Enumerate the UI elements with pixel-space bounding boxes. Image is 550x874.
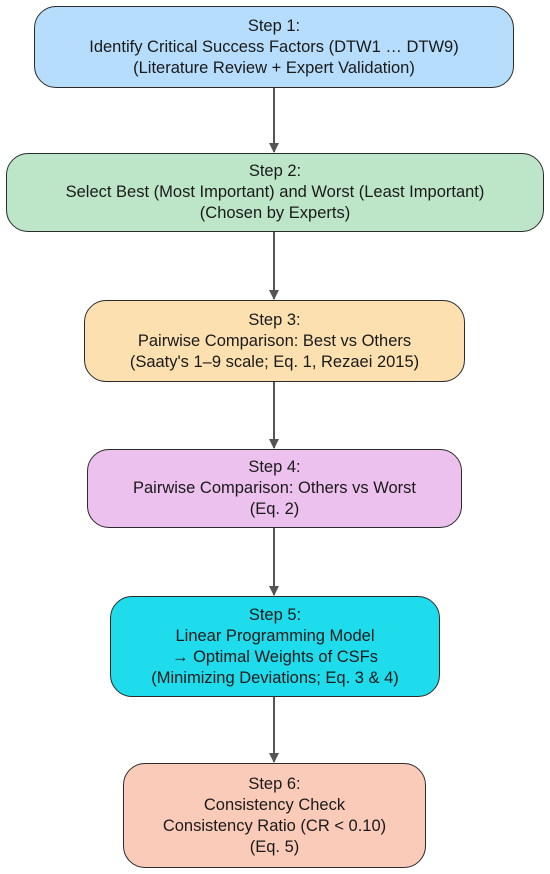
step-5-line-4: (Minimizing Deviations; Eq. 3 & 4) xyxy=(151,668,399,687)
step-6-line-4: (Eq. 5) xyxy=(249,837,300,856)
step-2-heading: Step 2: xyxy=(248,162,302,180)
step-4-box: Step 4: Pairwise Comparison: Others vs W… xyxy=(87,449,462,528)
step-4-line-2: Pairwise Comparison: Others vs Worst xyxy=(132,479,417,497)
step-3-line-2: Pairwise Comparison: Best vs Others xyxy=(137,331,412,350)
step-6-line-2: Consistency Check xyxy=(203,795,346,814)
step-3-box: Step 3: Pairwise Comparison: Best vs Oth… xyxy=(84,300,465,382)
step-5-line-2: Linear Programming Model xyxy=(175,626,375,645)
step-3-heading: Step 3: xyxy=(248,310,301,329)
step-1-heading: Step 1: xyxy=(247,16,301,35)
step-6-heading: Step 6: xyxy=(248,774,301,793)
step-5-box: Step 5: Linear Programming Model → Optim… xyxy=(110,596,440,697)
step-2-line-3: (Chosen by Experts) xyxy=(199,204,351,222)
step-6-box: Step 6: Consistency Check Consistency Ra… xyxy=(123,763,426,868)
step-5-heading: Step 5: xyxy=(248,605,302,624)
step-1-line-3: (Literature Review + Expert Validation) xyxy=(133,58,415,77)
step-5-line-3: → Optimal Weights of CSFs xyxy=(171,647,378,666)
step-1-box: Step 1: Identify Critical Success Factor… xyxy=(34,6,514,88)
step-4-line-3: (Eq. 2) xyxy=(249,500,300,518)
step-6-line-3: Consistency Ratio (CR < 0.10) xyxy=(162,816,387,835)
step-3-line-3: (Saaty's 1–9 scale; Eq. 1, Rezaei 2015) xyxy=(129,352,420,371)
step-4-heading: Step 4: xyxy=(248,458,301,476)
step-1-line-2: Identify Critical Success Factors (DTW1 … xyxy=(89,37,459,56)
step-2-line-2: Select Best (Most Important) and Worst (… xyxy=(65,183,485,201)
step-2-box: Step 2: Select Best (Most Important) and… xyxy=(6,153,544,232)
